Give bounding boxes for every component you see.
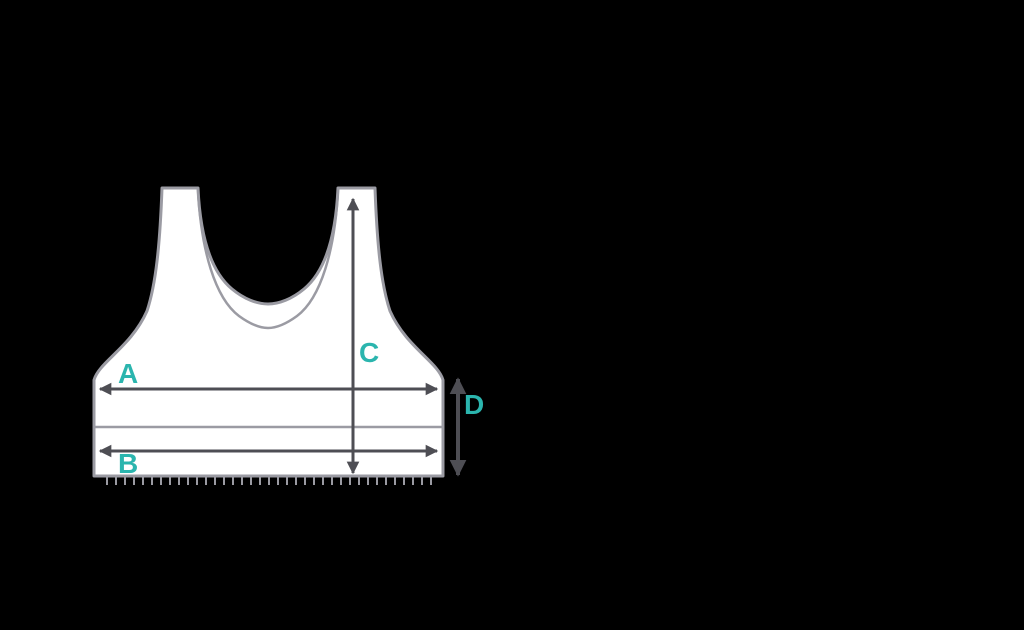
- front-neckline-seam: [196, 188, 340, 330]
- measurement-label-a: A: [118, 358, 138, 389]
- garment-illustration: [92, 186, 445, 485]
- measurement-label-d: D: [464, 389, 484, 420]
- measurement-label-c: C: [359, 337, 379, 368]
- measurement-label-b: B: [118, 448, 138, 479]
- bra-body-outline: [92, 186, 445, 478]
- measurements: A B C D: [98, 197, 484, 479]
